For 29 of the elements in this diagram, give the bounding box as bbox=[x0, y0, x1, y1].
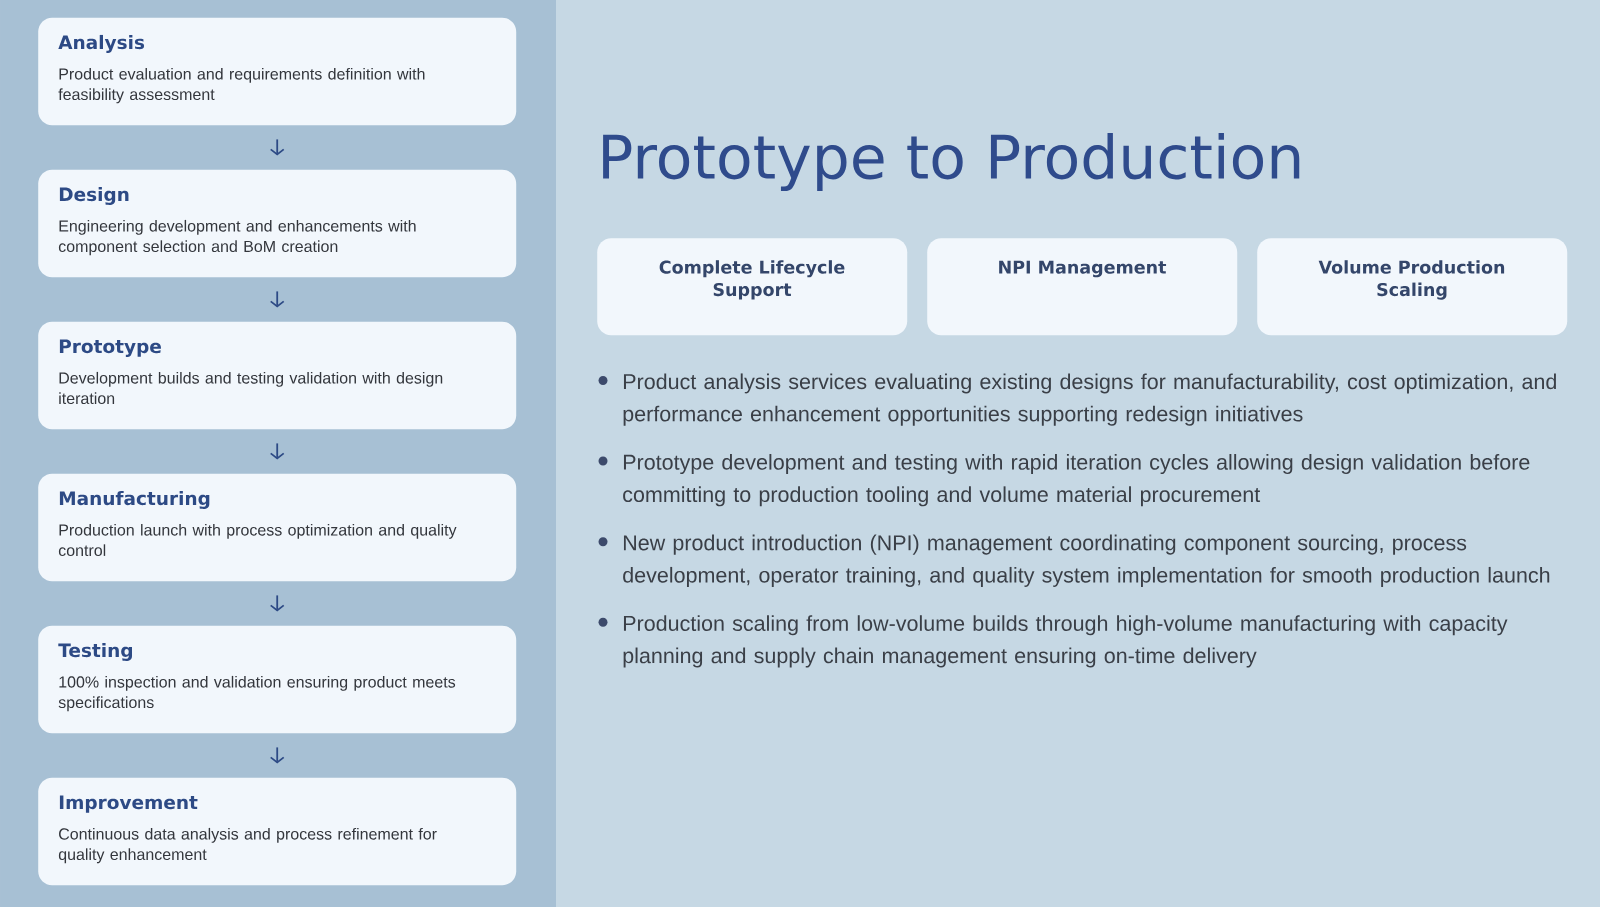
card-title: NPI Management bbox=[999, 260, 1167, 278]
step-description: Engineering development and enhancements with component selection and BoM creation bbox=[58, 219, 416, 256]
bullet-text: New product introduction (NPI) management coordinating component sourcing, process development, operator training, and quality system implementation for smooth production launch bbox=[623, 534, 1550, 587]
step-title: Improvement bbox=[59, 795, 198, 813]
step-title: Testing bbox=[58, 642, 132, 661]
process-box bbox=[38, 17, 517, 126]
step-description: Development builds and testing validation with design iteration bbox=[59, 371, 443, 405]
step-title: Manufacturing bbox=[59, 490, 210, 509]
card-title: Complete Lifecycle Support bbox=[659, 260, 845, 300]
step-title: Analysis bbox=[58, 34, 145, 53]
feature-card bbox=[597, 238, 908, 336]
title: Prototype to Production bbox=[603, 133, 1300, 192]
step-description: Production launch with process optimization and quality control bbox=[58, 523, 457, 557]
bullet-text: Production scaling from low-volume builds through high-volume manufacturing with capacity planning and supply chain management ensuring on-time delivery bbox=[623, 615, 1508, 668]
step-title: Prototype bbox=[59, 339, 161, 357]
process-box bbox=[38, 625, 517, 734]
process-box bbox=[38, 169, 517, 278]
step-description: Product evaluation and requirements definition with feasibility assessment bbox=[58, 67, 425, 104]
card-title: Volume Production Scaling bbox=[1318, 260, 1505, 300]
feature-card bbox=[1257, 238, 1568, 336]
process-box bbox=[38, 473, 517, 582]
process-box bbox=[38, 321, 517, 430]
process-box bbox=[38, 777, 517, 886]
bullet-text: Prototype development and testing with rapid iteration cycles allowing design validation before committing to production tooling and volume material procurement bbox=[623, 454, 1530, 507]
step-title: Design bbox=[59, 186, 129, 205]
step-description: 100% inspection and validation ensuring product meets specifications bbox=[58, 675, 456, 712]
feature-card bbox=[927, 238, 1238, 336]
bullet-text: Product analysis services evaluating existing designs for manufacturability, cost optimization, and performance enhancement opportunities supporting redesign initiatives bbox=[623, 373, 1556, 426]
step-description: Continuous data analysis and process refinement for quality enhancement bbox=[58, 827, 437, 864]
